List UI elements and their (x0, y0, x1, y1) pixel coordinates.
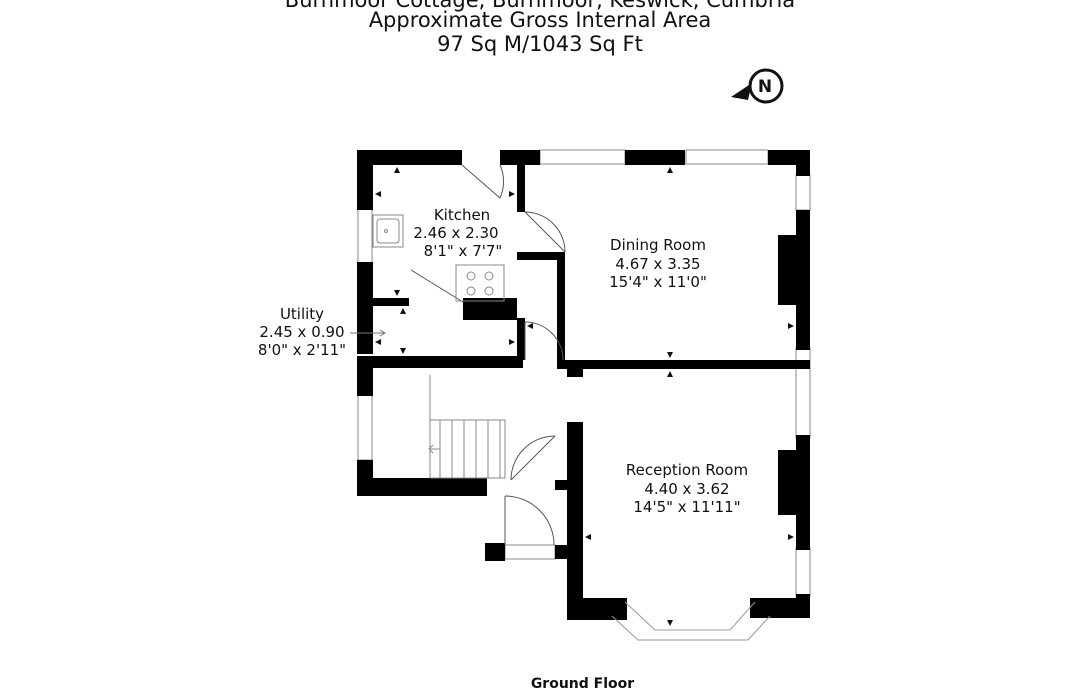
kitchen-sink (372, 214, 404, 248)
room-metric: 2.45 x 0.90 (259, 323, 344, 341)
room-utility: Utility 2.45 x 0.90 8'0" x 2'11" (258, 305, 346, 359)
walls (357, 150, 810, 620)
room-imperial: 8'0" x 2'11" (258, 341, 346, 359)
room-metric: 2.46 x 2.30 (413, 224, 498, 242)
staircase (428, 375, 506, 479)
room-reception: Reception Room 4.40 x 3.62 14'5" x 11'11… (626, 461, 748, 516)
room-imperial: 15'4" x 11'0" (609, 273, 707, 291)
room-metric: 4.67 x 3.35 (615, 255, 700, 273)
room-kitchen: Kitchen 2.46 x 2.30 8'1" x 7'7" (413, 206, 502, 260)
cooker-hob (455, 264, 505, 302)
dimension-markers (375, 167, 794, 626)
wall-outlines (357, 149, 811, 597)
room-name: Dining Room (610, 236, 706, 254)
area-heading: Approximate Gross Internal Area (368, 8, 712, 32)
room-dining: Dining Room 4.67 x 3.35 15'4" x 11'0" (609, 236, 707, 291)
room-metric: 4.40 x 3.62 (644, 480, 729, 498)
doors (410, 164, 566, 546)
compass-letter: N (758, 77, 772, 97)
floor-label: Ground Floor (530, 676, 635, 692)
area-value: 97 Sq M/1043 Sq Ft (437, 32, 643, 56)
room-name: Kitchen (434, 206, 490, 224)
room-imperial: 14'5" x 11'11" (633, 498, 740, 516)
north-arrow-icon: N (731, 68, 784, 104)
utility-pointer (350, 329, 386, 337)
room-imperial: 8'1" x 7'7" (424, 242, 503, 260)
bay-window (611, 601, 771, 641)
room-name: Reception Room (626, 461, 748, 479)
room-name: Utility (280, 305, 324, 323)
property-address: Burnmoor Cottage, Burnmoor, Keswick, Cum… (284, 0, 796, 12)
